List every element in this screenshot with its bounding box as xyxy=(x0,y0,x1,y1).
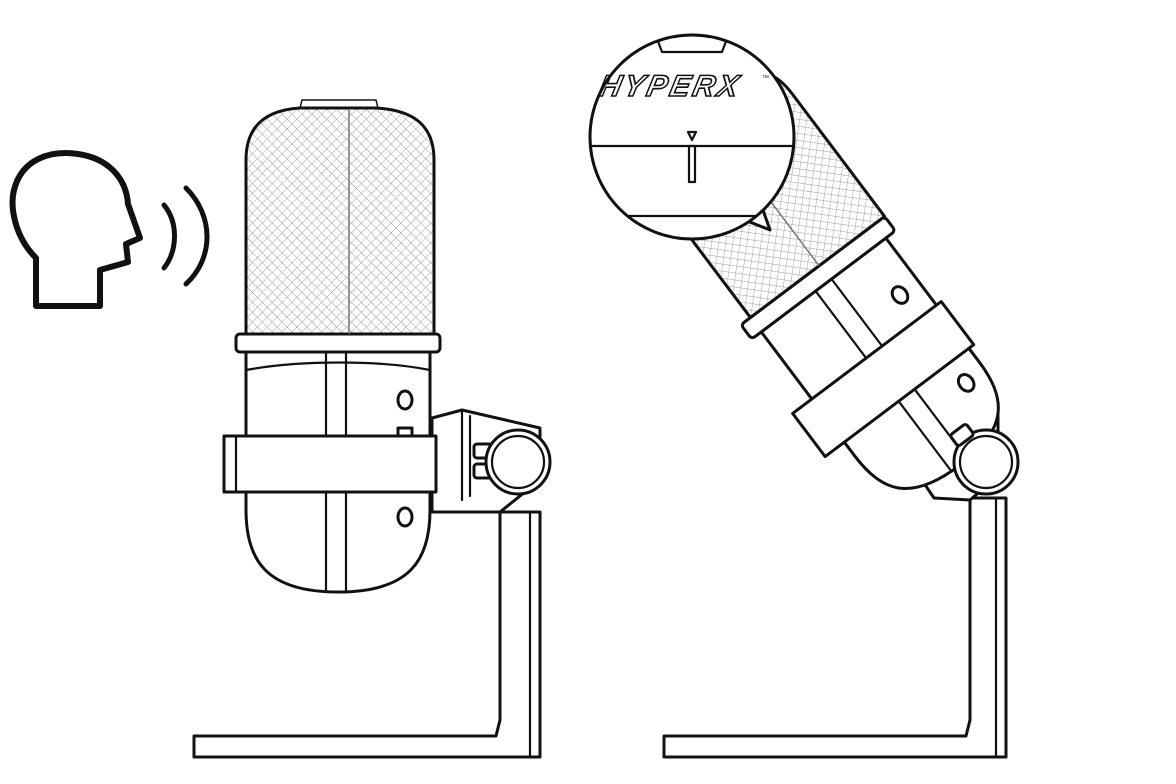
logo-callout-magnifier: HYPERX ™ xyxy=(588,33,796,241)
stand-base xyxy=(662,496,1008,759)
grille-ring xyxy=(234,332,442,354)
tilt-knob xyxy=(952,428,1020,496)
speaking-head-icon xyxy=(9,150,143,309)
mic-grille xyxy=(244,106,436,336)
trademark-symbol: ™ xyxy=(762,75,769,82)
stand-base xyxy=(192,510,542,759)
mic-band xyxy=(791,300,976,459)
hyperx-logo: HYPERX xyxy=(596,70,744,103)
sound-waves-icon xyxy=(161,185,210,287)
microphone-front-view xyxy=(192,99,552,759)
tilt-knob xyxy=(484,428,552,496)
mic-band xyxy=(222,434,438,494)
